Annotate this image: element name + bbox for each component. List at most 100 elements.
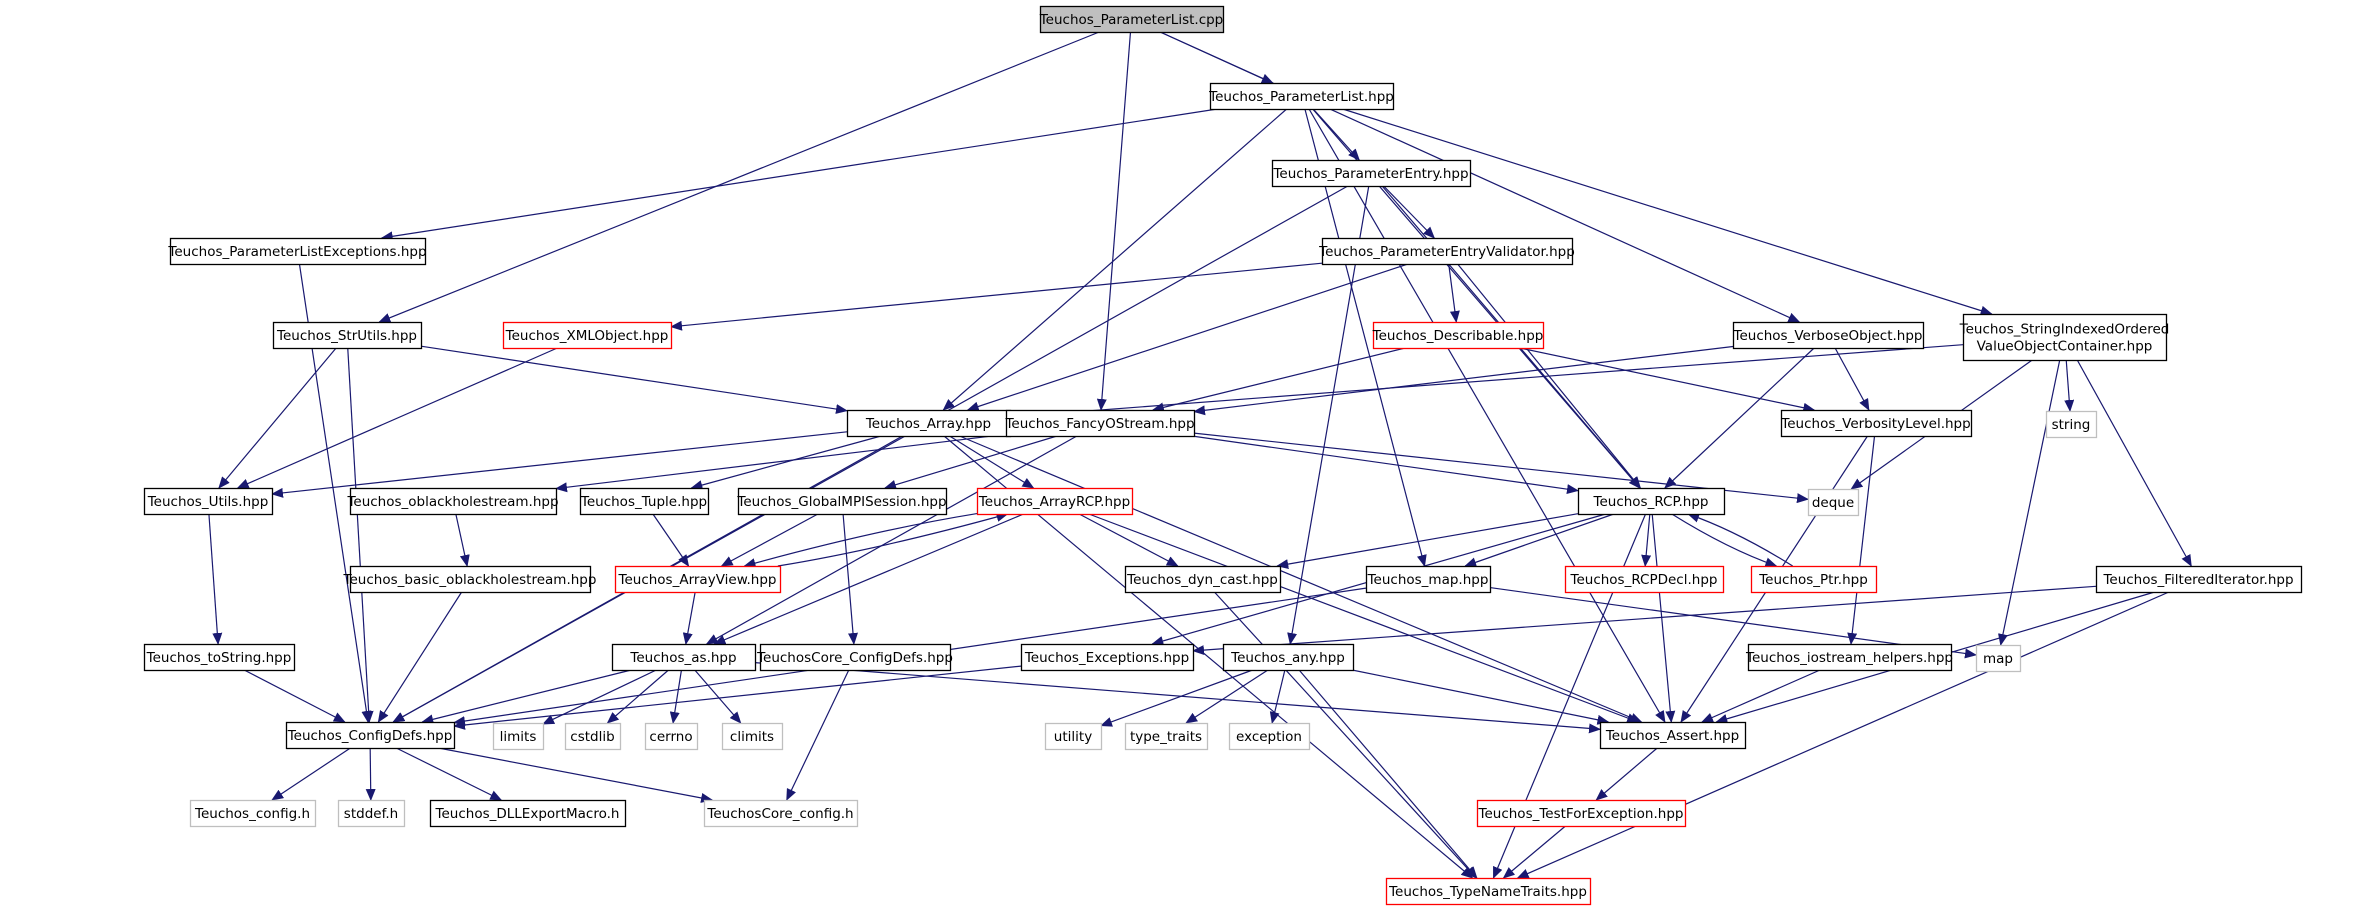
node-ptr[interactable]: Teuchos_Ptr.hpp (1750, 565, 1878, 594)
node-gmpi[interactable]: Teuchos_GlobalMPISession.hpp (736, 487, 948, 516)
node-obhs[interactable]: Teuchos_oblackholestream.hpp (346, 487, 559, 516)
node-box (1599, 721, 1747, 750)
node-label: Teuchos_VerbosityLevel.hpp (1780, 416, 1970, 432)
node-label: Teuchos_RCP.hpp (1593, 494, 1709, 510)
node-box (1365, 565, 1492, 594)
node-tuple[interactable]: Teuchos_Tuple.hpp (579, 487, 710, 516)
node-label: Teuchos_ParameterListExceptions.hpp (167, 244, 426, 260)
node-label: cerrno (649, 729, 692, 745)
node-label: TeuchosCore_config.h (706, 806, 853, 822)
edge-verbobj-to-verblvl (1834, 347, 1870, 411)
node-label: Teuchos_GlobalMPISession.hpp (736, 494, 946, 510)
edge-cdefs-to-tcconfig (438, 747, 714, 803)
node-box (169, 237, 427, 266)
edge-obhs-to-bobhs (455, 513, 470, 567)
node-tnt[interactable]: Teuchos_TypeNameTraits.hpp (1385, 877, 1592, 906)
node-dyncast[interactable]: Teuchos_dyn_cast.hpp (1124, 565, 1282, 594)
node-ioh[interactable]: Teuchos_iostream_helpers.hpp (1745, 643, 1953, 672)
node-verblvl[interactable]: Teuchos_VerbosityLevel.hpp (1780, 409, 1973, 438)
node-array[interactable]: Teuchos_Array.hpp (846, 409, 1012, 438)
node-box (1209, 82, 1395, 111)
node-box (1020, 643, 1195, 672)
node-label: cstdlib (570, 729, 614, 745)
node-box (564, 722, 622, 751)
node-label: Teuchos_TypeNameTraits.hpp (1388, 884, 1587, 900)
edge-array-to-assert (959, 435, 1643, 723)
edge-as-to-climits (694, 669, 742, 724)
node-filtit[interactable]: Teuchos_FilteredIterator.hpp (2095, 565, 2303, 594)
edge-sioc-to-string (2064, 359, 2075, 412)
node-box (349, 487, 558, 516)
node-label: Teuchos_ConfigDefs.hpp (287, 728, 453, 744)
node-cdefs[interactable]: Teuchos_ConfigDefs.hpp (285, 721, 456, 750)
edge-aview-to-arcp (777, 512, 1009, 567)
node-box (846, 409, 1012, 438)
node-label: Teuchos_DLLExportMacro.h (435, 806, 620, 822)
node-verbobj[interactable]: Teuchos_VerboseObject.hpp (1733, 321, 1925, 350)
node-cstdlib: cstdlib (564, 722, 622, 751)
node-tostring[interactable]: Teuchos_toString.hpp (143, 643, 296, 672)
node-label: Teuchos_StrUtils.hpp (276, 328, 417, 344)
edge-plhpp-to-assert (1308, 108, 1666, 723)
node-dllexp[interactable]: Teuchos_DLLExportMacro.h (429, 799, 627, 828)
node-plhpp[interactable]: Teuchos_ParameterList.hpp (1208, 82, 1395, 111)
edge-arcp-to-as (713, 513, 1024, 645)
node-box (1271, 159, 1472, 188)
node-box (1228, 722, 1311, 751)
edge-tuple-to-aview (652, 513, 690, 567)
edge-dyncast-to-tnt (1213, 591, 1477, 879)
node-descr[interactable]: Teuchos_Describable.hpp (1372, 321, 1545, 350)
edge-tfe-to-tnt (1502, 825, 1566, 879)
node-label: deque (1812, 495, 1854, 511)
node-pev[interactable]: Teuchos_ParameterEntryValidator.hpp (1318, 237, 1575, 266)
node-box (1044, 722, 1103, 751)
edge-cdefs-to-config (271, 747, 351, 801)
edge-layer (208, 31, 2192, 879)
node-label: Teuchos_StringIndexedOrdered (1959, 322, 2170, 338)
edge-rcp-to-assert (1651, 513, 1676, 723)
node-any[interactable]: Teuchos_any.hpp (1222, 643, 1355, 672)
node-box (611, 643, 757, 672)
node-box (1975, 644, 2022, 673)
node-tccd[interactable]: TeuchosCore_ConfigDefs.hpp (756, 643, 953, 672)
node-box (429, 799, 627, 828)
node-rcp[interactable]: Teuchos_RCP.hpp (1577, 487, 1726, 516)
node-exc[interactable]: Teuchos_Exceptions.hpp (1020, 643, 1195, 672)
edge-as-to-cdefs (421, 669, 632, 725)
node-tmap[interactable]: Teuchos_map.hpp (1365, 565, 1492, 594)
node-plcpp: Teuchos_ParameterList.cpp (1039, 5, 1225, 34)
node-strutils[interactable]: Teuchos_StrUtils.hpp (272, 321, 423, 350)
node-rcpdecl[interactable]: Teuchos_RCPDecl.hpp (1564, 565, 1725, 594)
node-sioc[interactable]: Teuchos_StringIndexedOrderedValueObjectC… (1959, 313, 2170, 362)
edge-tostring-to-cdefs (243, 669, 346, 723)
node-box (1124, 722, 1209, 751)
node-tfe[interactable]: Teuchos_TestForException.hpp (1476, 799, 1687, 828)
edge-gmpi-to-aview (720, 513, 819, 567)
node-box (502, 321, 673, 350)
edge-fos-to-rcp (1191, 435, 1579, 495)
node-plexc[interactable]: Teuchos_ParameterListExceptions.hpp (167, 237, 427, 266)
node-label: type_traits (1130, 729, 1202, 745)
edge-plcpp-to-verbobj (1159, 31, 1801, 323)
edge-filtit-to-tnt (1516, 591, 2170, 879)
edge-fos-to-as (705, 435, 1078, 645)
node-exception: exception (1228, 722, 1311, 751)
node-fos[interactable]: Teuchos_FancyOStream.hpp (1004, 409, 1196, 438)
node-label: Teuchos_ParameterList.hpp (1208, 89, 1394, 105)
edge-plhpp-to-plexc (380, 108, 1218, 242)
node-arcp[interactable]: Teuchos_ArrayRCP.hpp (976, 487, 1134, 516)
edge-any-to-typetraits (1185, 669, 1269, 724)
node-pentry[interactable]: Teuchos_ParameterEntry.hpp (1271, 159, 1472, 188)
node-typetraits: type_traits (1124, 722, 1209, 751)
node-climits: climits (721, 722, 784, 751)
edge-any-to-tnt (1298, 669, 1478, 879)
node-aview[interactable]: Teuchos_ArrayView.hpp (614, 565, 782, 594)
node-utils[interactable]: Teuchos_Utils.hpp (143, 487, 274, 516)
node-cerrno: cerrno (644, 722, 699, 751)
node-label: Teuchos_ArrayView.hpp (618, 572, 777, 588)
node-assert[interactable]: Teuchos_Assert.hpp (1599, 721, 1747, 750)
node-label: Teuchos_config.h (194, 806, 310, 822)
node-bobhs[interactable]: Teuchos_basic_oblackholestream.hpp (343, 565, 597, 594)
node-xml[interactable]: Teuchos_XMLObject.hpp (502, 321, 673, 350)
node-as[interactable]: Teuchos_as.hpp (611, 643, 757, 672)
